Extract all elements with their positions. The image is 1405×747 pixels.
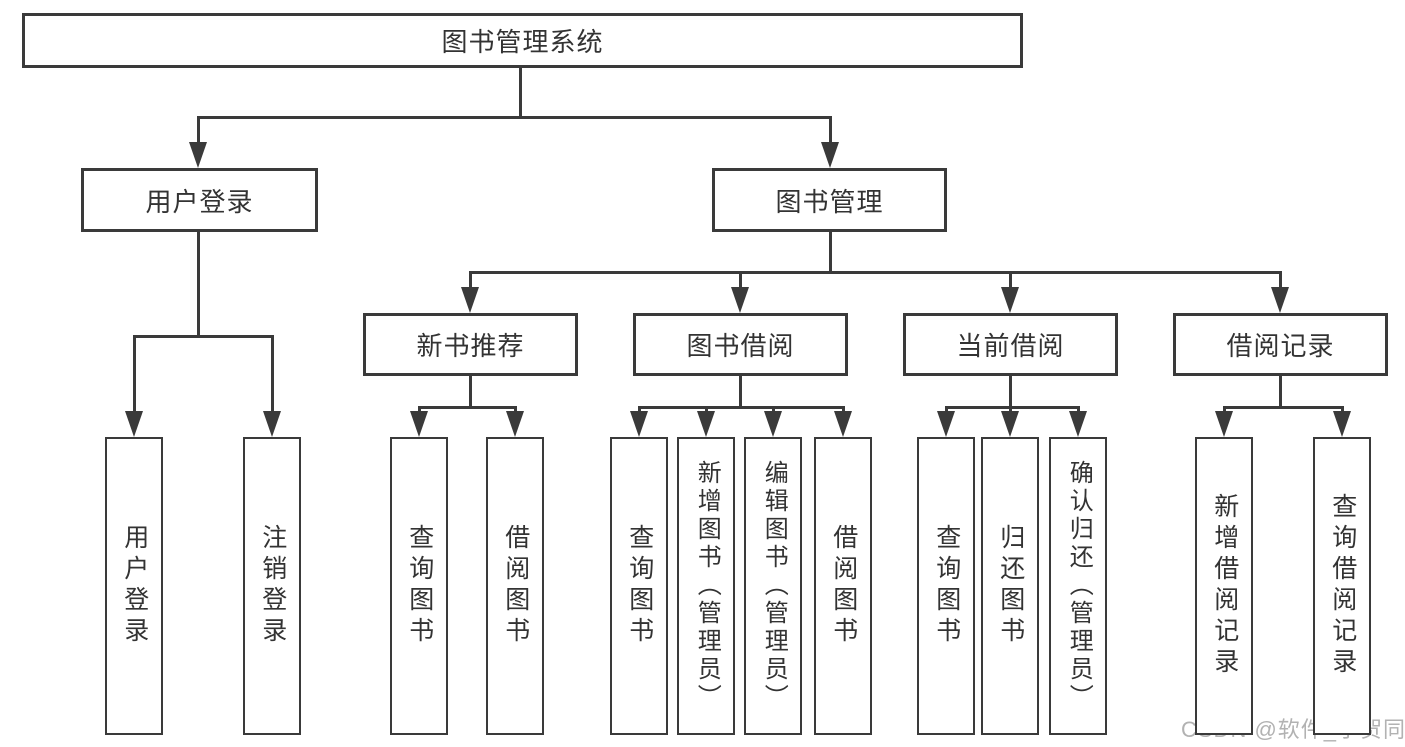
arrow-down-icon-4-1 [697, 411, 715, 437]
node-root: 图书管理系统 [22, 13, 1023, 68]
node-label-new-book-rec: 新书推荐 [416, 331, 525, 361]
node-borrow-record: 借阅记录 [1173, 313, 1388, 376]
arrow-down-icon-3-0 [410, 411, 428, 437]
connector-arm-0-1 [829, 117, 832, 150]
node-leaf-query-record: 查询借阅记录 [1313, 437, 1371, 735]
node-label-user-login: 用户登录 [145, 186, 254, 217]
node-leaf-query-book-1: 查询图书 [390, 437, 448, 735]
node-book-borrow: 图书借阅 [633, 313, 848, 376]
connector-arm-2-2 [1009, 272, 1012, 295]
node-label-leaf-edit-book: 编辑图书（管理员） [760, 460, 788, 712]
node-label-leaf-query-book-1: 查询图书 [405, 524, 434, 648]
connector-arm-2-1 [739, 272, 742, 295]
node-label-root: 图书管理系统 [441, 27, 604, 57]
node-label-leaf-borrow-book-1: 借阅图书 [501, 524, 530, 648]
node-label-book-borrow: 图书借阅 [686, 331, 795, 361]
arrow-down-icon-2-0 [461, 287, 479, 313]
arrow-down-icon-2-3 [1271, 287, 1289, 313]
arrow-down-icon-1-0 [125, 411, 143, 437]
connector-arm-0-0 [197, 117, 200, 150]
node-leaf-query-book-2: 查询图书 [610, 437, 668, 735]
connector-stem-0 [519, 66, 522, 117]
node-label-leaf-logout: 注销登录 [258, 524, 287, 648]
node-leaf-return-book: 归还图书 [981, 437, 1039, 735]
node-leaf-logout: 注销登录 [243, 437, 301, 735]
connector-bar-3 [418, 406, 517, 409]
arrow-down-icon-2-2 [1001, 287, 1019, 313]
connector-bar-1 [133, 335, 274, 338]
node-label-leaf-confirm-return: 确认归还（管理员） [1065, 460, 1093, 712]
node-label-leaf-add-record: 新增借阅记录 [1210, 493, 1239, 679]
connector-arm-2-0 [469, 272, 472, 295]
arrow-down-icon-2-1 [731, 287, 749, 313]
node-label-leaf-add-book: 新增图书（管理员） [693, 460, 721, 712]
node-label-current-borrow: 当前借阅 [956, 331, 1065, 361]
node-label-leaf-user-login: 用户登录 [120, 524, 149, 648]
connector-bar-0 [197, 116, 832, 119]
arrow-down-icon-5-1 [1001, 411, 1019, 437]
connector-bar-4 [638, 406, 845, 409]
node-label-borrow-record: 借阅记录 [1226, 331, 1335, 361]
arrow-down-icon-3-1 [506, 411, 524, 437]
node-leaf-add-record: 新增借阅记录 [1195, 437, 1253, 735]
node-label-book-mgmt: 图书管理 [775, 186, 884, 217]
arrow-down-icon-6-1 [1333, 411, 1351, 437]
connector-bar-5 [945, 406, 1080, 409]
node-leaf-add-book: 新增图书（管理员） [677, 437, 735, 735]
connector-bar-2 [469, 271, 1282, 274]
connector-bar-6 [1223, 406, 1344, 409]
node-leaf-edit-book: 编辑图书（管理员） [744, 437, 802, 735]
connector-stem-4 [739, 375, 742, 407]
node-new-book-rec: 新书推荐 [363, 313, 578, 376]
connector-arm-2-3 [1279, 272, 1282, 295]
node-current-borrow: 当前借阅 [903, 313, 1118, 376]
connector-arm-1-1 [271, 336, 274, 419]
arrow-down-icon-4-0 [630, 411, 648, 437]
node-leaf-user-login: 用户登录 [105, 437, 163, 735]
node-label-leaf-borrow-book-2: 借阅图书 [829, 524, 858, 648]
connector-arm-1-0 [133, 336, 136, 419]
node-label-leaf-query-book-2: 查询图书 [625, 524, 654, 648]
node-label-leaf-query-record: 查询借阅记录 [1328, 493, 1357, 679]
arrow-down-icon-4-2 [764, 411, 782, 437]
arrow-down-icon-5-2 [1069, 411, 1087, 437]
node-user-login: 用户登录 [81, 168, 318, 232]
arrow-down-icon-1-1 [263, 411, 281, 437]
connector-stem-5 [1009, 375, 1012, 407]
arrow-down-icon-5-0 [937, 411, 955, 437]
node-book-mgmt: 图书管理 [712, 168, 947, 232]
arrow-down-icon-4-3 [834, 411, 852, 437]
connector-stem-6 [1279, 375, 1282, 407]
connector-stem-2 [829, 231, 832, 272]
node-label-leaf-query-book-3: 查询图书 [932, 524, 961, 648]
connector-stem-3 [469, 375, 472, 407]
node-leaf-query-book-3: 查询图书 [917, 437, 975, 735]
node-leaf-borrow-book-1: 借阅图书 [486, 437, 544, 735]
arrow-down-icon-6-0 [1215, 411, 1233, 437]
connector-stem-1 [197, 231, 200, 336]
arrow-down-icon-0-0 [189, 142, 207, 168]
node-leaf-borrow-book-2: 借阅图书 [814, 437, 872, 735]
node-leaf-confirm-return: 确认归还（管理员） [1049, 437, 1107, 735]
arrow-down-icon-0-1 [821, 142, 839, 168]
node-label-leaf-return-book: 归还图书 [996, 524, 1025, 648]
